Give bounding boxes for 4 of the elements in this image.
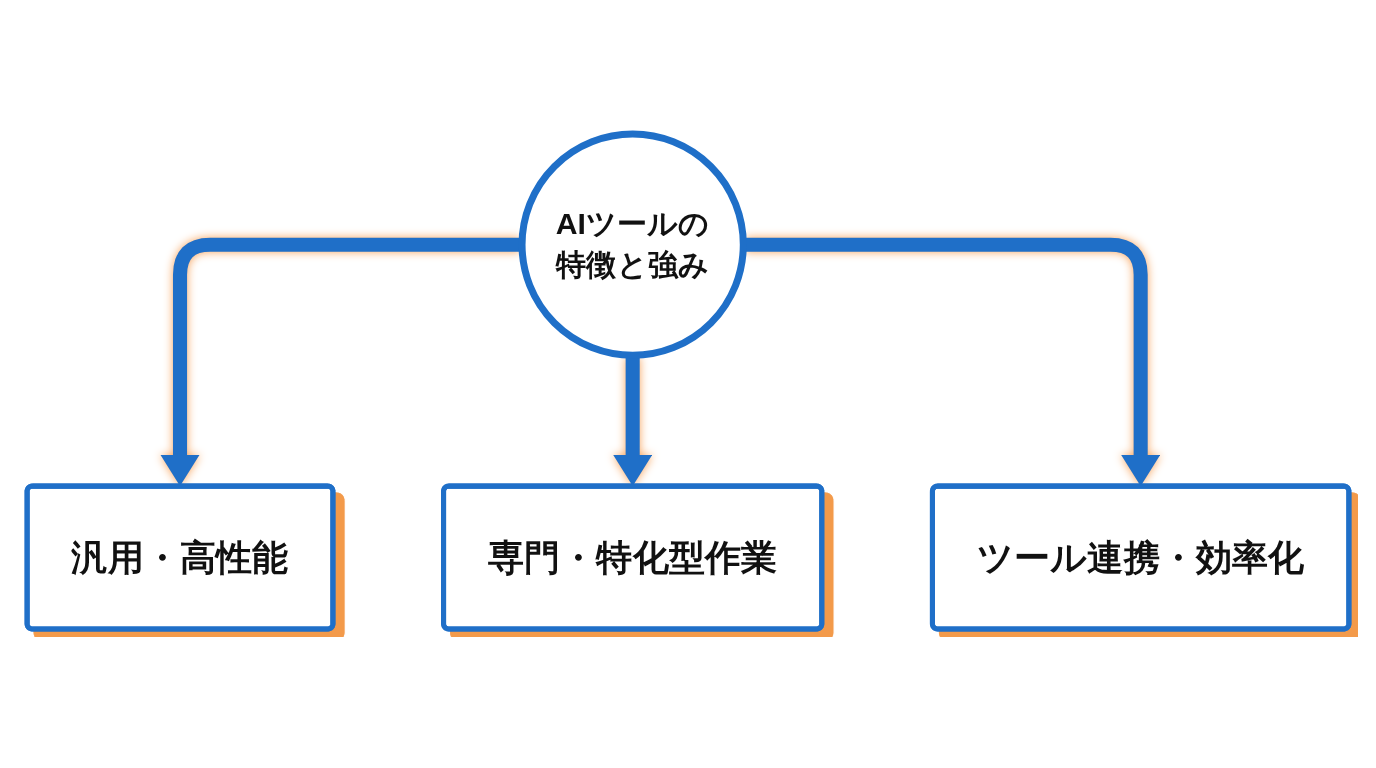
category-box: 汎用・高性能 xyxy=(24,483,336,631)
hub-circle: AIツールの特徴と強み xyxy=(518,130,747,359)
category-box: ツール連携・効率化 xyxy=(929,483,1352,631)
category-box: 専門・特化型作業 xyxy=(441,483,825,631)
